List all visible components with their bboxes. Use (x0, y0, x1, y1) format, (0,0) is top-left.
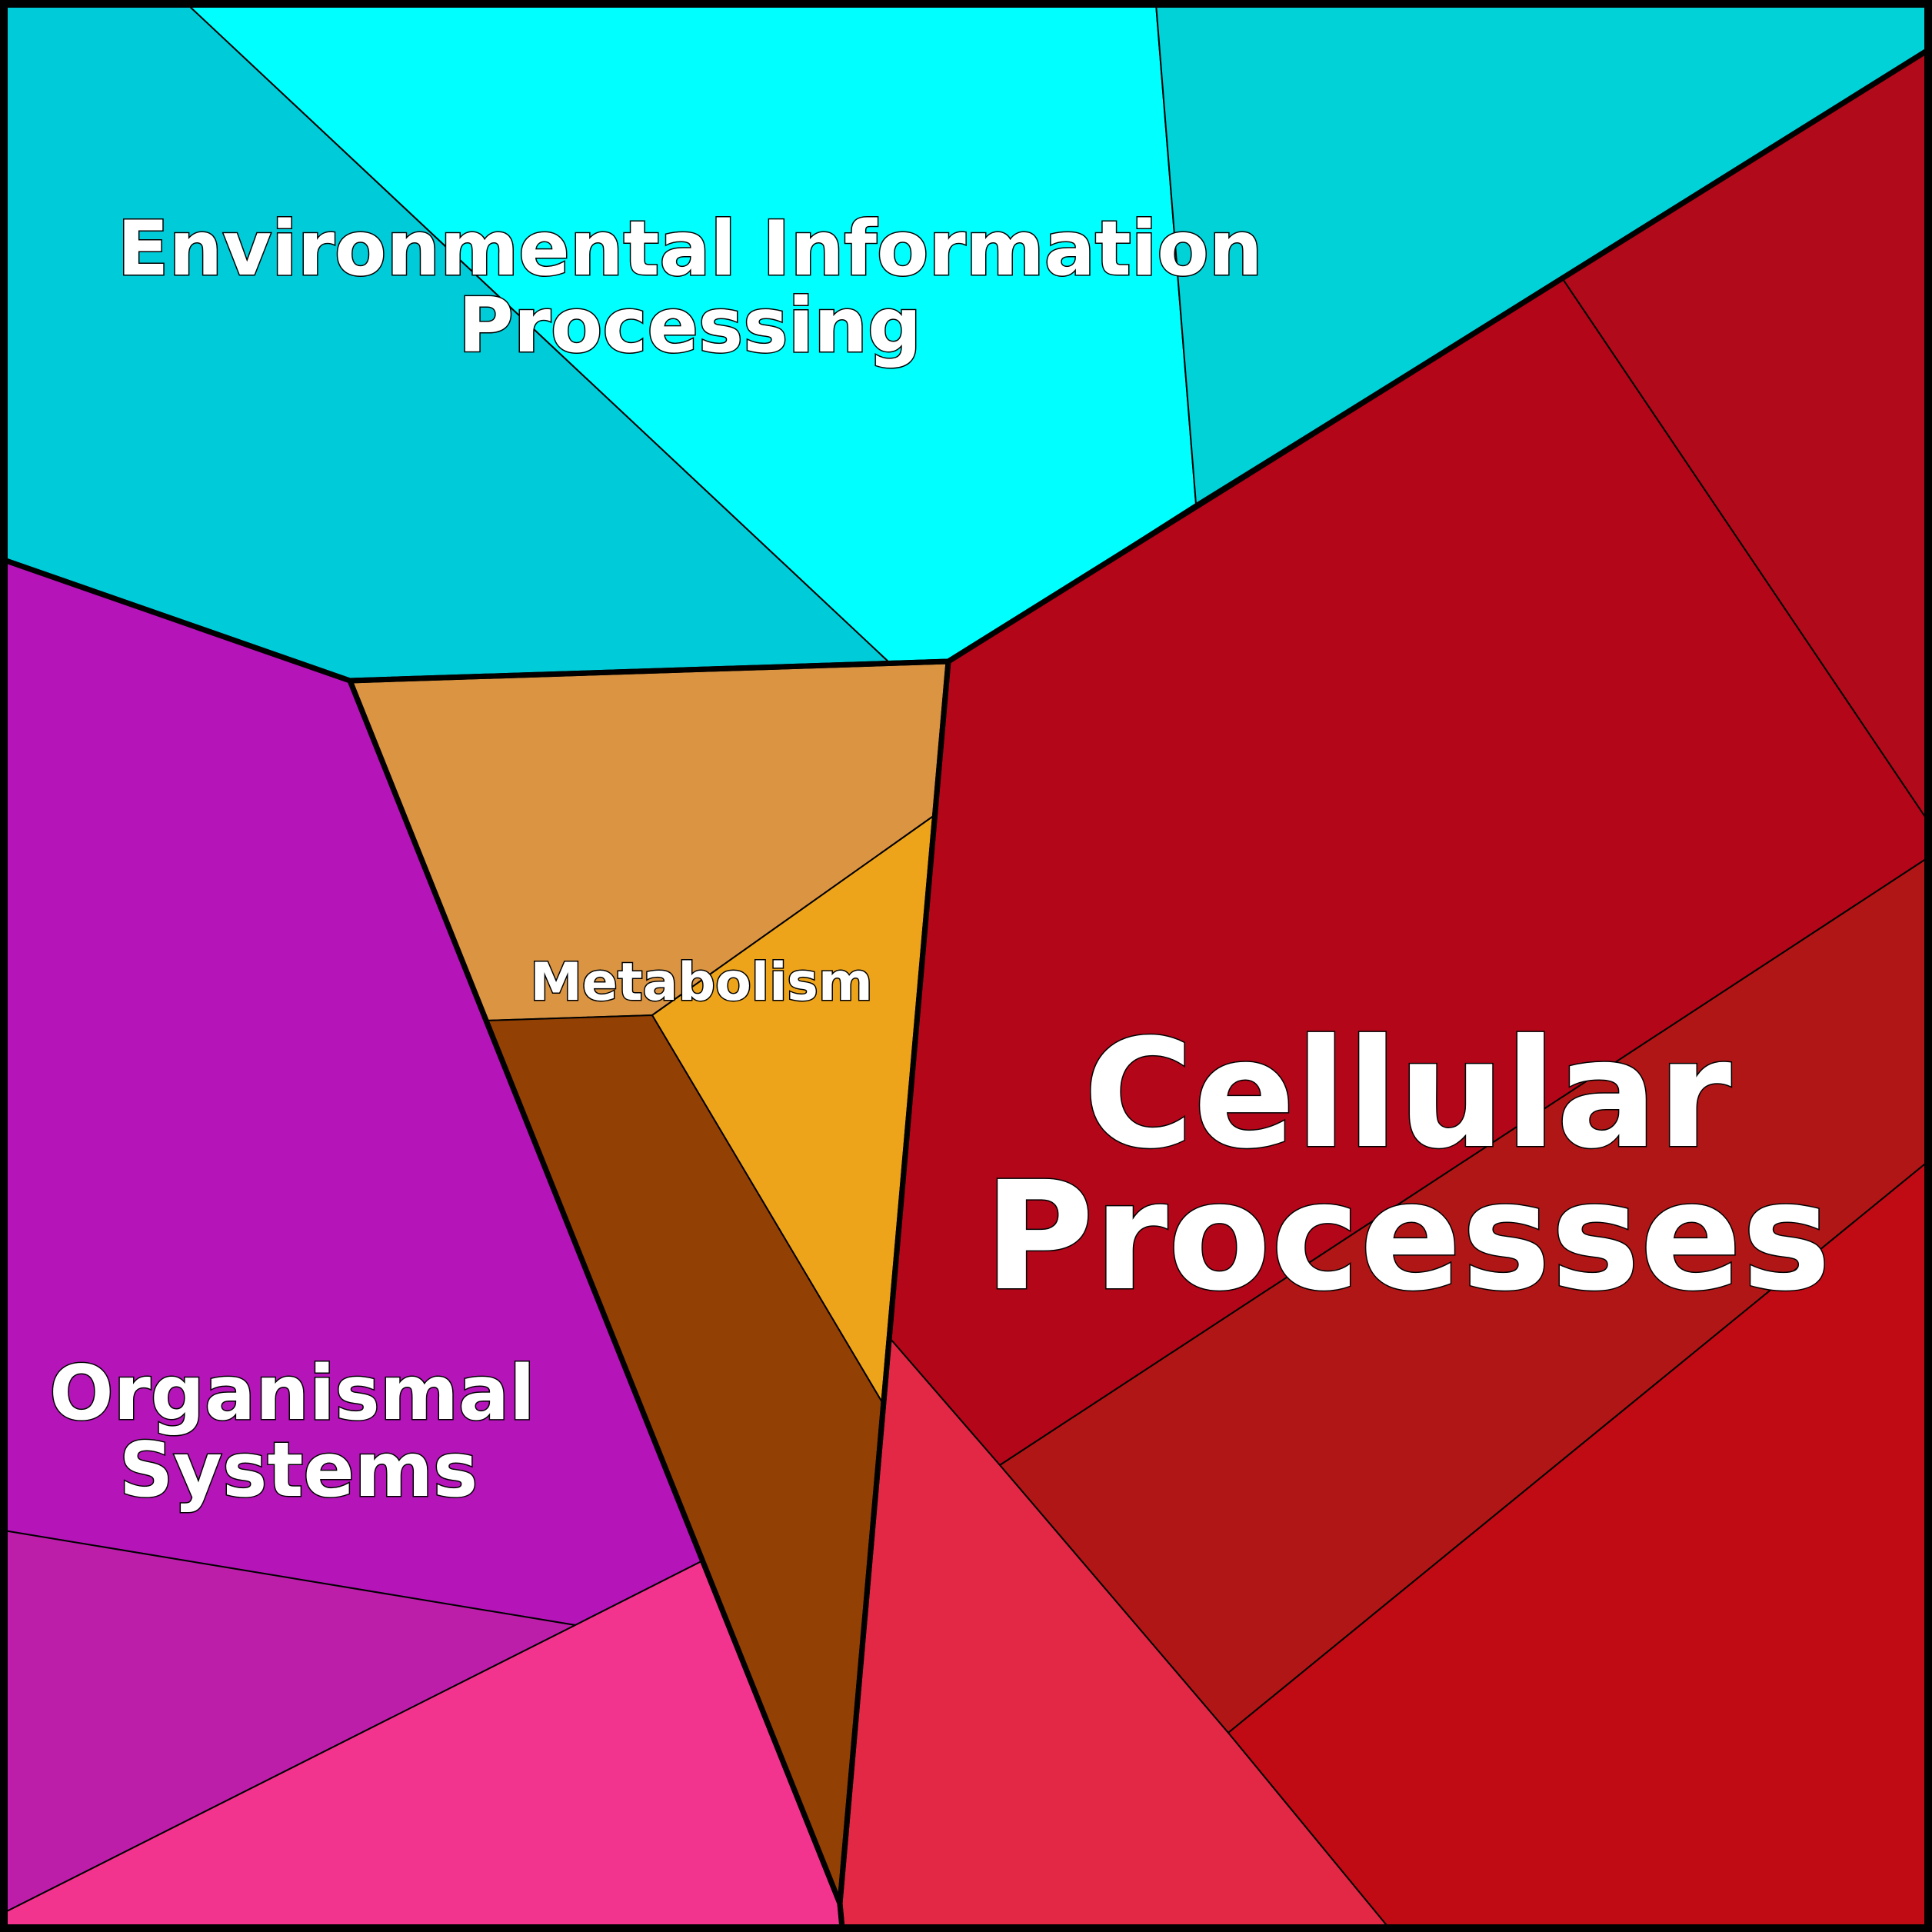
group-cellular-processes[interactable] (838, 48, 1929, 1929)
group-environmental-information-processing[interactable] (3, 3, 1929, 682)
label-environmental-line2: Processing (458, 282, 921, 370)
label-organismal-line1: Organismal (49, 1350, 535, 1437)
label-organismal-line2: Systems (119, 1427, 478, 1514)
label-cellular-line2: Processes (984, 1149, 1830, 1324)
label-cellular-line1: Cellular (1084, 1007, 1731, 1181)
label-metabolism: Metabolism (530, 952, 873, 1013)
group-organismal-systems[interactable] (3, 558, 844, 1929)
label-environmental-line1: Environmental Information (118, 205, 1263, 293)
